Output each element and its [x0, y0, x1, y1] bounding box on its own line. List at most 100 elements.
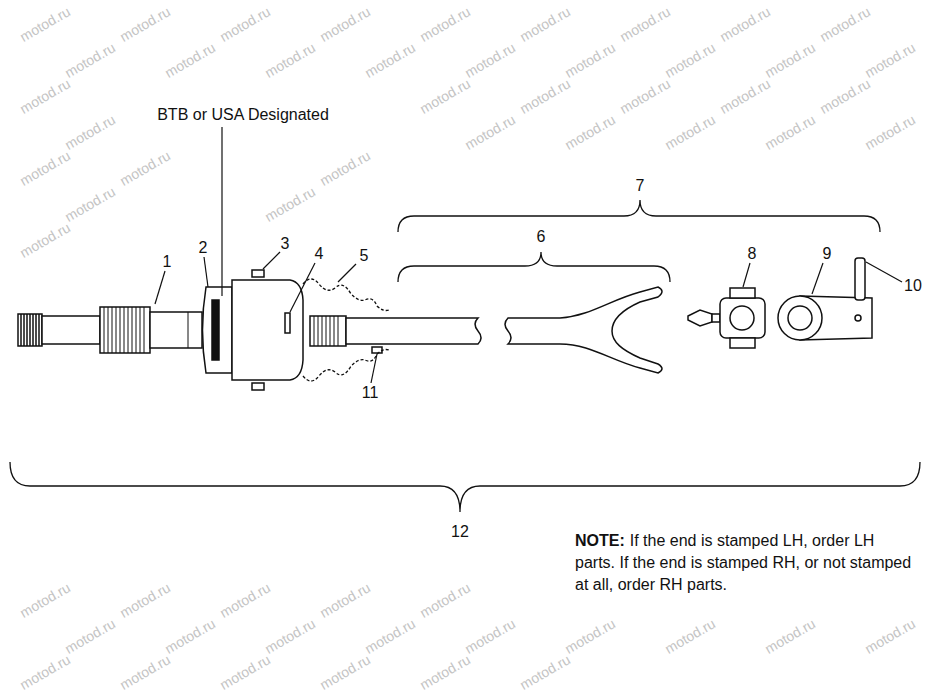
watermark: motod.ru	[762, 39, 818, 80]
u-joint-cross	[712, 314, 720, 322]
axle-stub	[150, 312, 202, 348]
axle-stub	[21, 314, 39, 346]
callout-number: 12	[451, 523, 469, 541]
leader-line	[338, 264, 356, 282]
watermark: motod.ru	[717, 3, 773, 44]
watermark: motod.ru	[162, 615, 218, 656]
axle-stub	[42, 316, 100, 344]
watermark: motod.ru	[862, 39, 918, 80]
u-joint-cross	[730, 288, 755, 298]
watermark: motod.ru	[562, 39, 618, 80]
boot-clamp	[372, 347, 382, 353]
watermark: motod.ru	[662, 615, 718, 656]
leader-line	[743, 263, 750, 287]
watermark: motod.ru	[462, 615, 518, 656]
group-bracket	[10, 462, 920, 512]
callout-number: 6	[537, 228, 546, 246]
watermark: motod.ru	[562, 615, 618, 656]
watermark: motod.ru	[317, 147, 373, 188]
watermark: motod.ru	[262, 615, 318, 656]
leader-line	[155, 271, 165, 304]
watermark: motod.ru	[317, 3, 373, 44]
snap-ring	[285, 313, 290, 333]
axle-stub	[100, 307, 150, 353]
inner-shaft	[346, 318, 481, 344]
note-heading: NOTE:	[575, 532, 625, 549]
watermark: motod.ru	[117, 651, 173, 692]
callout-number: 7	[636, 177, 645, 195]
leader-line	[204, 257, 208, 287]
leader-line	[221, 127, 222, 296]
leader-line	[812, 263, 823, 294]
callout-number: 1	[163, 253, 172, 271]
watermark: motod.ru	[817, 75, 873, 116]
watermark: motod.ru	[762, 111, 818, 152]
inner-shaft	[310, 287, 662, 373]
roll-pin	[855, 258, 865, 300]
watermark: motod.ru	[17, 147, 73, 188]
note-block: NOTE:If the end is stamped LH, order LH …	[575, 530, 913, 596]
leader-line	[290, 263, 315, 312]
watermark: motod.ru	[862, 615, 918, 656]
watermark: motod.ru	[362, 39, 418, 80]
snap-ring	[285, 313, 290, 333]
yoke	[788, 306, 812, 330]
cv-boot	[303, 279, 389, 311]
watermark: motod.ru	[117, 579, 173, 620]
axle-stub	[18, 314, 42, 346]
group-bracket	[398, 252, 670, 282]
yoke	[778, 296, 872, 340]
watermark: motod.ru	[417, 3, 473, 44]
inner-shaft	[505, 287, 662, 373]
leader-line	[866, 262, 902, 282]
watermark: motod.ru	[517, 651, 573, 692]
watermark: motod.ru	[62, 39, 118, 80]
watermark: motod.ru	[17, 3, 73, 44]
designation-label: BTB or USA Designated	[157, 106, 329, 124]
watermark: motod.ru	[317, 651, 373, 692]
leader-line	[263, 252, 280, 269]
cv-housing	[203, 280, 304, 380]
watermark: motod.ru	[417, 579, 473, 620]
callout-number: 11	[362, 384, 379, 402]
yoke	[778, 296, 822, 340]
watermark: motod.ru	[262, 183, 318, 224]
cv-boot	[303, 350, 389, 382]
leader-line	[371, 354, 377, 383]
group-bracket	[10, 200, 920, 512]
callout-number: 5	[360, 247, 369, 265]
callout-number: 2	[199, 239, 208, 257]
watermark: motod.ru	[662, 111, 718, 152]
callout-number: 9	[823, 245, 832, 263]
watermark: motod.ru	[317, 579, 373, 620]
watermark: motod.ru	[62, 183, 118, 224]
watermark: motod.ru	[117, 3, 173, 44]
yoke	[855, 315, 861, 321]
callout-number: 4	[315, 245, 324, 263]
watermark: motod.ru	[517, 3, 573, 44]
watermark: motod.ru	[262, 39, 318, 80]
watermark: motod.ru	[562, 111, 618, 152]
watermark: motod.ru	[417, 651, 473, 692]
watermark: motod.ru	[17, 579, 73, 620]
watermark: motod.ru	[17, 219, 73, 260]
leader-line	[155, 127, 902, 383]
watermark: motod.ru	[217, 579, 273, 620]
note-text: If the end is stamped LH, order LH parts…	[575, 532, 911, 593]
watermark: motod.ru	[162, 39, 218, 80]
axle-stub	[104, 307, 144, 353]
watermark: motod.ru	[217, 651, 273, 692]
watermark: motod.ru	[762, 615, 818, 656]
callout-number: 10	[904, 277, 922, 295]
inner-shaft	[310, 316, 346, 346]
watermark: motod.ru	[617, 75, 673, 116]
watermark: motod.ru	[817, 3, 873, 44]
u-joint-cross	[730, 306, 754, 330]
boot-clamp	[252, 383, 264, 390]
watermark: motod.ru	[62, 615, 118, 656]
cv-housing	[203, 287, 233, 373]
axle-stub	[188, 312, 189, 348]
u-joint-cross	[688, 288, 765, 348]
cv-housing	[212, 300, 219, 360]
